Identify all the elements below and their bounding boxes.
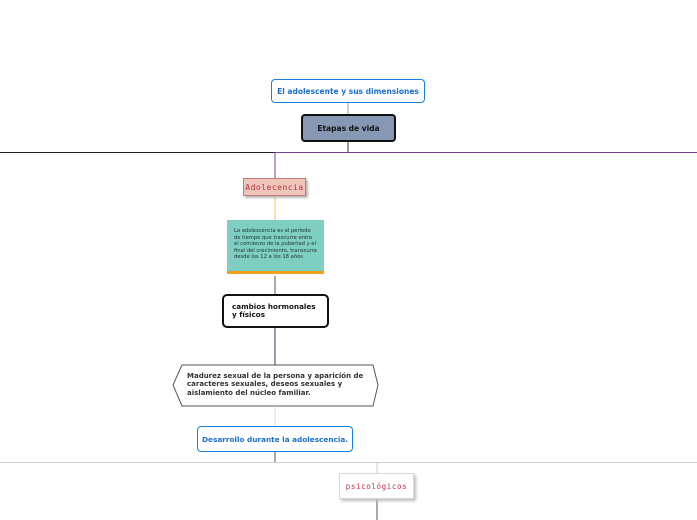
adolescence-node[interactable]: Adolecencia	[243, 178, 306, 196]
development-node[interactable]: Desarrollo durante la adolescencia.	[197, 426, 353, 452]
development-label: Desarrollo durante la adolescencia.	[201, 434, 349, 444]
root-topic-node[interactable]: El adolescente y sus dimensiones	[271, 79, 425, 103]
psychological-node[interactable]: psicológicos	[339, 473, 414, 499]
stages-label: Etapas de vida	[317, 123, 380, 133]
root-topic-label: El adolescente y sus dimensiones	[277, 86, 419, 96]
hormonal-changes-node[interactable]: cambios hormonales y físicos	[222, 294, 329, 328]
maturity-node-shape	[172, 364, 379, 407]
stages-node[interactable]: Etapas de vida	[301, 114, 396, 142]
description-text: La adolescencia es el período de tiempo …	[234, 228, 317, 261]
description-node[interactable]: La adolescencia es el período de tiempo …	[227, 220, 324, 274]
adolescence-label: Adolecencia	[245, 182, 304, 192]
hormonal-changes-label: cambios hormonales y físicos	[232, 302, 316, 319]
maturity-node[interactable]: Madurez sexual de la persona y aparición…	[187, 372, 367, 397]
maturity-text: Madurez sexual de la persona y aparición…	[187, 372, 364, 397]
psychological-label: psicológicos	[345, 481, 408, 491]
